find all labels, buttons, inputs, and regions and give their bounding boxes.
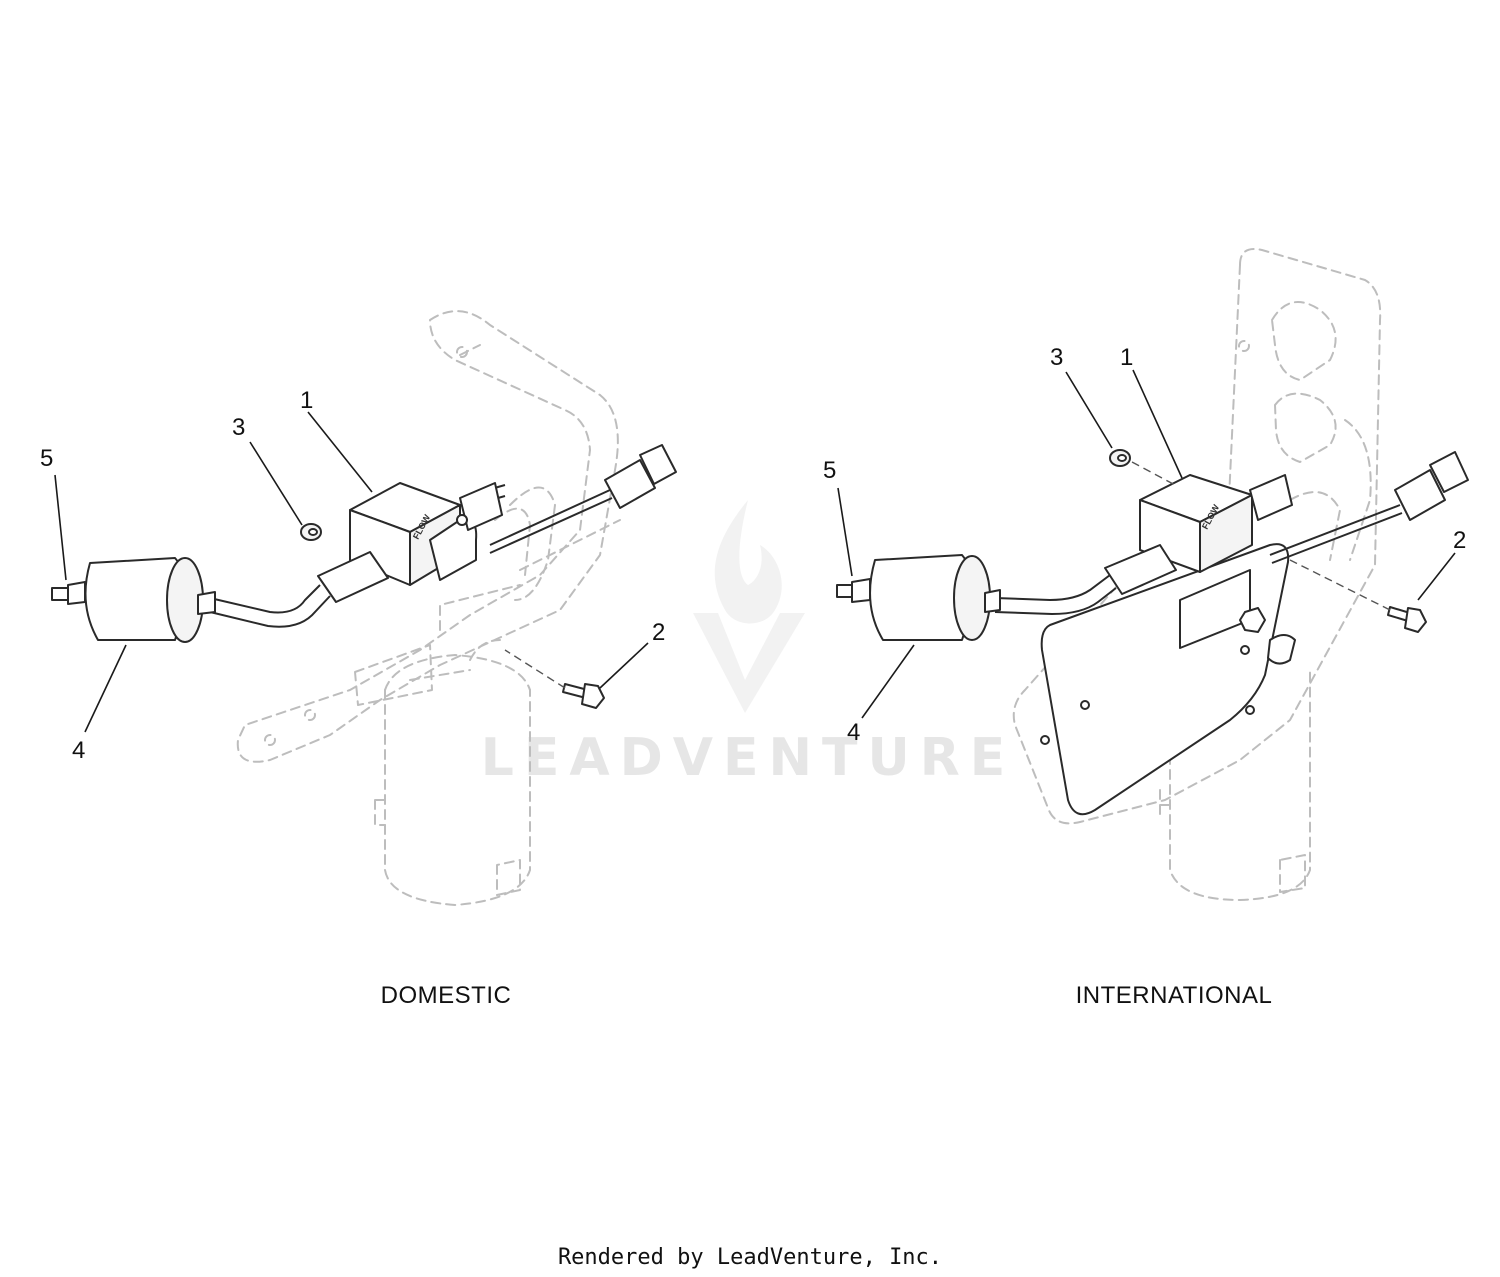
rendered-by-footer: Rendered by LeadVenture, Inc. [558,1245,942,1270]
domestic-fuel-filter [51,557,216,643]
international-callouts: 1 2 3 4 5 [823,344,1466,746]
domestic-callout-2: 2 [652,619,665,646]
international-view: FLOW 1 2 [823,248,1469,1009]
domestic-callout-4: 4 [72,737,85,764]
domestic-frame-context [236,310,621,906]
domestic-fuel-pump: FLOW [317,482,503,603]
international-callout-2: 2 [1453,527,1466,554]
international-callout-3: 3 [1050,344,1063,371]
international-mounting-plate [1040,543,1290,816]
domestic-grommet [300,523,322,541]
domestic-label: DOMESTIC [381,982,512,1009]
domestic-callout-5: 5 [40,445,53,472]
international-callout-4: 4 [847,719,860,746]
international-fuel-filter [836,554,1001,641]
watermark-text: LEADVENTURE [481,728,1016,788]
domestic-callout-1: 1 [300,387,313,414]
domestic-view: FLOW 1 2 3 4 [40,310,677,1009]
international-callout-5: 5 [823,457,836,484]
international-wire-harness [1269,451,1469,564]
international-bolt [1289,559,1427,633]
leadventure-flame-logo [693,500,805,713]
domestic-wire-harness [489,444,677,554]
international-label: INTERNATIONAL [1076,982,1273,1009]
domestic-callout-3: 3 [232,414,245,441]
domestic-bolt [504,649,605,709]
international-grommet [1109,449,1176,486]
international-fuel-pump: FLOW [1104,474,1293,595]
international-callout-1: 1 [1120,344,1133,371]
international-fuel-hose [994,574,1117,616]
domestic-fuel-hose [209,584,331,628]
watermark: LEADVENTURE [481,500,1016,788]
domestic-callouts: 1 2 3 4 5 [40,387,665,764]
